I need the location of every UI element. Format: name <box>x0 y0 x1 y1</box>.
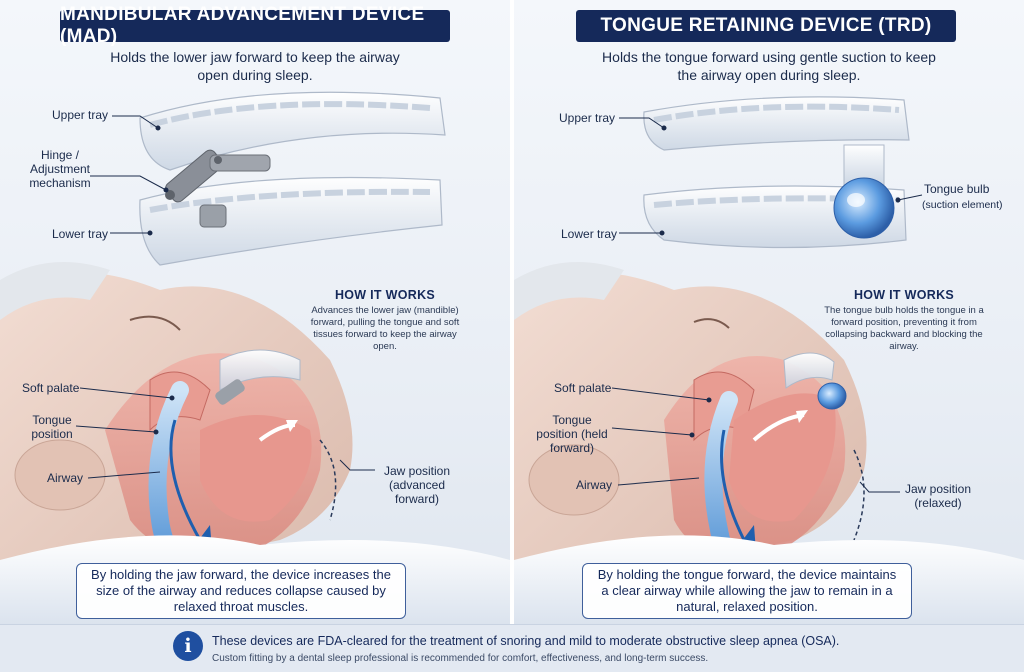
trd-label-jaw-position: Jaw position (relaxed) <box>904 482 972 510</box>
mad-panel: MANDIBULAR ADVANCEMENT DEVICE (MAD) Hold… <box>0 0 510 624</box>
trd-label-tongue-bulb: Tongue bulb <box>924 182 990 196</box>
mad-lower-tray <box>139 176 443 266</box>
info-icon: i <box>173 631 203 661</box>
trd-title: TONGUE RETAINING DEVICE (TRD) <box>576 10 956 42</box>
mad-subtitle: Holds the lower jaw forward to keep the … <box>110 49 400 83</box>
mad-label-tongue-position: Tongue position <box>31 413 73 441</box>
trd-how-title: HOW IT WORKS <box>853 288 955 302</box>
mad-label-airway: Airway <box>47 471 84 485</box>
mad-anatomy-leader-lines <box>75 387 375 479</box>
trd-anatomy-leader-lines <box>611 387 900 493</box>
mad-how-title: HOW IT WORKS <box>334 288 436 302</box>
mad-label-lower-tray: Lower tray <box>52 227 109 241</box>
trd-label-airway: Airway <box>576 478 613 492</box>
trd-panel: TONGUE RETAINING DEVICE (TRD) Holds the … <box>514 0 1024 624</box>
trd-tray-leader-lines <box>619 117 923 236</box>
trd-label-lower-tray: Lower tray <box>561 227 618 241</box>
mad-label-soft-palate: Soft palate <box>22 381 80 395</box>
trd-label-upper-tray: Upper tray <box>559 111 616 125</box>
trd-how-text: The tongue bulb holds the tongue in a fo… <box>824 305 984 352</box>
mad-upper-tray <box>139 91 446 171</box>
mad-label-hinge: Hinge / Adjustment mechanism <box>29 148 91 190</box>
mad-caption: By holding the jaw forward, the device i… <box>76 563 406 619</box>
mad-head-cross-section <box>0 262 353 600</box>
trd-caption: By holding the tongue forward, the devic… <box>582 563 912 619</box>
footer-recommendation: Custom fitting by a dental sleep profess… <box>212 653 709 664</box>
panel-divider <box>510 0 514 624</box>
trd-label-tongue-position: Tongue position (held forward) <box>536 413 608 455</box>
trd-label-tongue-bulb-note: (suction element) <box>922 199 1003 211</box>
footer <box>0 624 1024 672</box>
mad-how-text: Advances the lower jaw (mandible) forwar… <box>310 305 460 352</box>
mad-label-jaw-position: Jaw position (advanced forward) <box>383 464 451 506</box>
trd-upper-tray <box>643 96 910 151</box>
footer-disclaimer: These devices are FDA-cleared for the tr… <box>212 634 840 648</box>
mad-tray-leader-lines <box>90 115 169 236</box>
mad-title: MANDIBULAR ADVANCEMENT DEVICE (MAD) <box>60 4 450 47</box>
tongue-bulb <box>833 144 895 239</box>
trd-label-soft-palate: Soft palate <box>554 381 612 395</box>
trd-subtitle: Holds the tongue forward using gentle su… <box>602 49 936 83</box>
hinge-mechanism <box>165 149 271 228</box>
mad-label-upper-tray: Upper tray <box>52 108 109 122</box>
